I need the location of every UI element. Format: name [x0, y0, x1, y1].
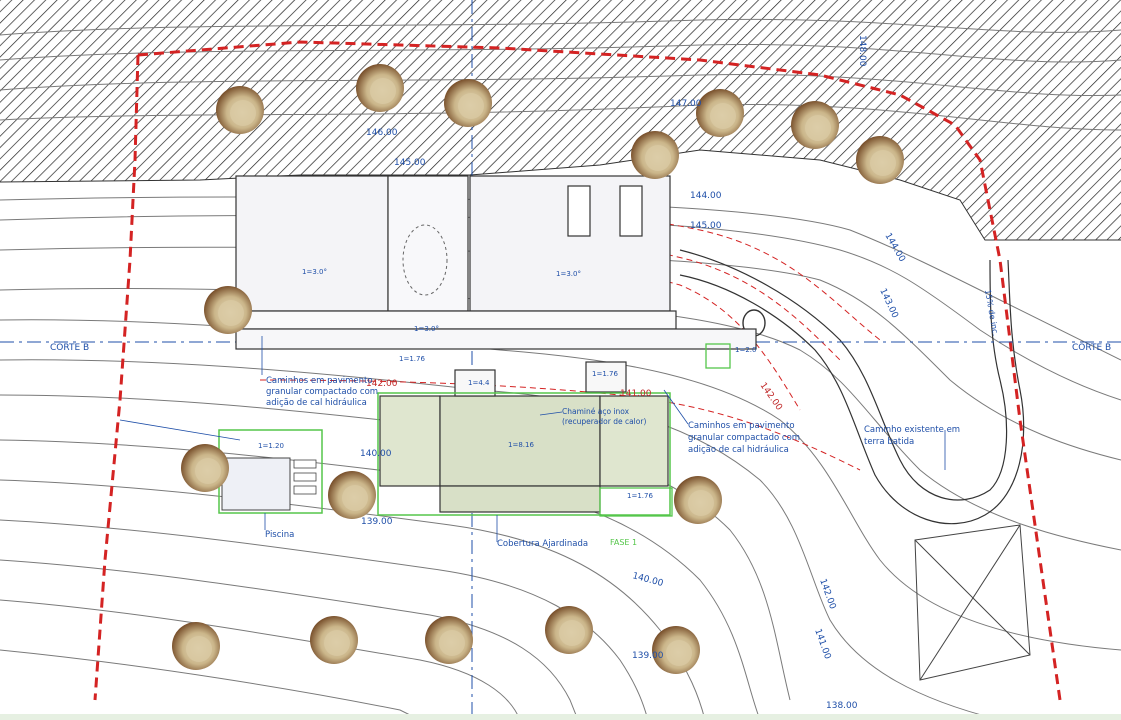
- trees: [172, 64, 904, 674]
- annotation-pool: Piscina: [265, 530, 294, 540]
- contour-label: 139.00: [361, 517, 393, 527]
- tree-canopy: [870, 150, 896, 176]
- contour-label: 140.00: [360, 449, 392, 459]
- level-corridor: 1=3.0°: [414, 325, 439, 333]
- tree-canopy: [218, 300, 244, 326]
- annotation-slope: 15% de inc.: [983, 289, 1000, 337]
- lower-building: [379, 361, 669, 513]
- tree-canopy: [805, 115, 831, 141]
- annotation-existing-path-2: terra batida: [864, 437, 914, 447]
- level-top-left: 1=3.0°: [302, 268, 327, 276]
- contour-label: 144.00: [690, 191, 722, 201]
- contour-label: 146.00: [366, 128, 398, 138]
- contour-label: 145.00: [690, 221, 722, 231]
- tree-canopy: [710, 103, 736, 129]
- tree-canopy: [458, 93, 484, 119]
- tree-canopy: [195, 458, 221, 484]
- level-pool: 1=1.20: [258, 442, 284, 450]
- annotation-paving-left-1: Caminhos em pavimento: [266, 376, 373, 386]
- tree-canopy: [559, 620, 585, 646]
- tree-canopy: [324, 630, 350, 656]
- contour-label: 140.00: [631, 571, 664, 589]
- contour-label: 139.00: [632, 651, 664, 661]
- tree-canopy: [666, 640, 692, 666]
- annotation-phase: FASE 1: [610, 538, 637, 547]
- contour-label: 145.00: [394, 158, 426, 168]
- tree-canopy: [370, 78, 396, 104]
- existing-path: [679, 249, 1025, 525]
- section-label-left: CORTE B: [50, 343, 89, 353]
- level-bottom-block: 1=1.76: [627, 492, 653, 500]
- property-boundary: [137, 40, 1062, 701]
- tree-canopy: [186, 636, 212, 662]
- level-right-path: 1=2.0: [735, 346, 756, 354]
- green-roof-outline: [377, 392, 671, 516]
- tree-canopy: [342, 485, 368, 511]
- annotation-paving-right-3: adição de cal hidráulica: [688, 445, 789, 455]
- contour-label: 147.00: [670, 99, 702, 109]
- annotation-paving-left-2: granular compactado com: [266, 387, 378, 397]
- level-top-right: 1=3.0°: [556, 270, 581, 278]
- annotation-paving-left-3: adição de cal hidráulica: [266, 398, 367, 408]
- bottom-strip: [0, 714, 1121, 720]
- contour-label: 141.00: [620, 389, 652, 399]
- section-label-right: CORTE B: [1072, 343, 1111, 353]
- annotation-paving-right-1: Caminhos em pavimento: [688, 421, 795, 431]
- contour-label: 144.00: [882, 232, 907, 265]
- hatched-terrain: [0, 0, 1121, 240]
- tree-canopy: [439, 630, 465, 656]
- annotation-green-roof: Cobertura Ajardinada: [497, 539, 588, 549]
- tree-canopy: [645, 145, 671, 171]
- level-lower-mid: 1=4.4: [468, 379, 490, 387]
- contour-label: 141.00: [812, 628, 832, 661]
- annotation-chimney-1: Chaminé aço inox: [562, 407, 630, 416]
- tree-canopy: [230, 100, 256, 126]
- contour-label: 142.00: [758, 381, 784, 413]
- pool: [221, 457, 291, 511]
- annotation-paving-right-2: granular compactado com: [688, 433, 800, 443]
- annotation-chimney-2: (recuperador de calor): [562, 417, 646, 426]
- level-lower-left: 1=1.76: [399, 355, 425, 363]
- contour-label: 142.00: [366, 379, 398, 389]
- pergola-square: [914, 524, 1031, 681]
- contour-label: 148.00: [857, 35, 867, 67]
- upper-building: [235, 175, 757, 350]
- level-main-block: 1=8.16: [508, 441, 534, 449]
- contour-label: 142.00: [817, 578, 837, 611]
- tree-canopy: [688, 490, 714, 516]
- annotation-existing-path-1: Caminho existente em: [864, 425, 960, 435]
- contour-label: 138.00: [826, 701, 858, 711]
- level-lower-right: 1=1.76: [592, 370, 618, 378]
